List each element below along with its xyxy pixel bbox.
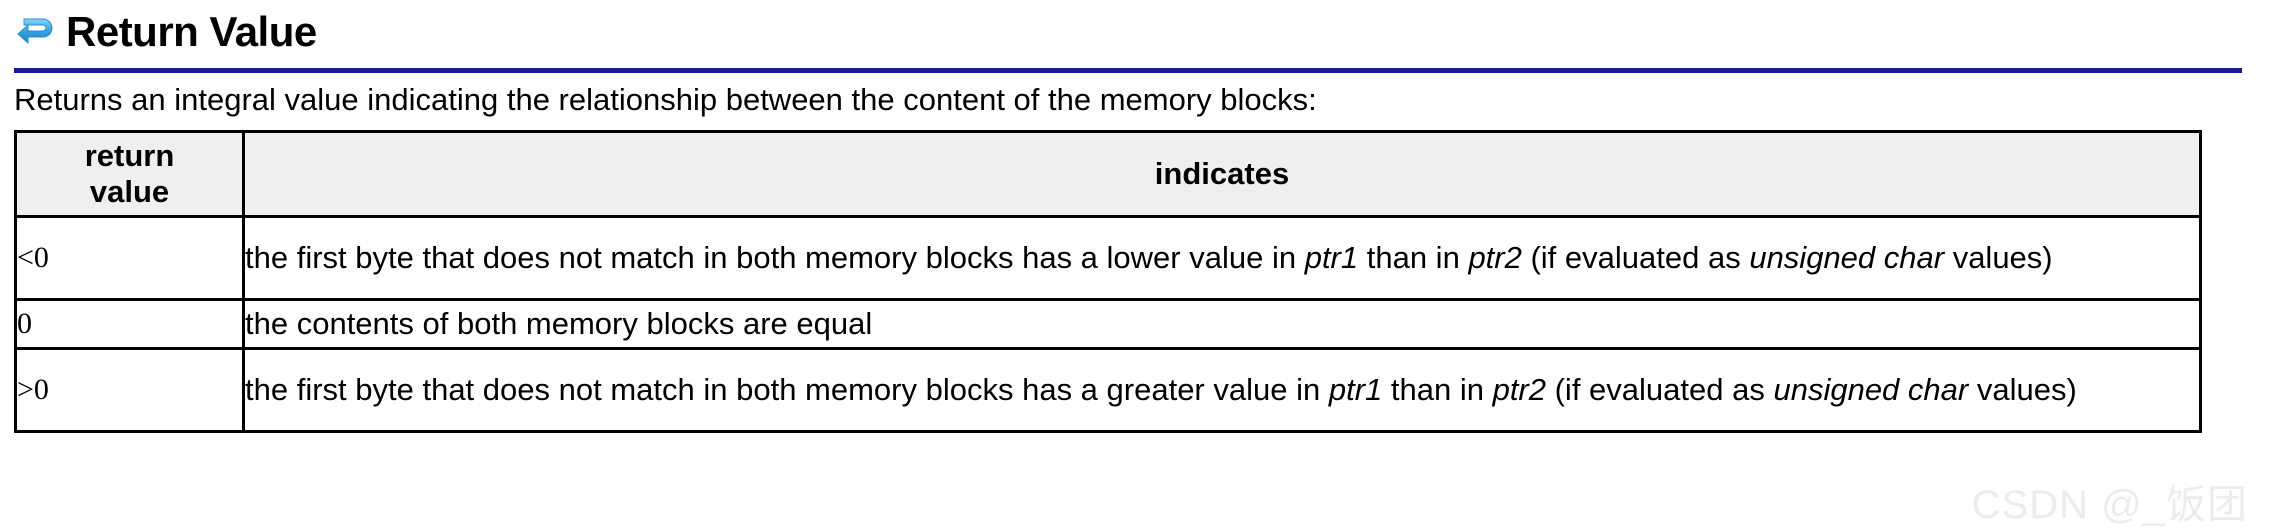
plain-text: the first byte that does not match in bo… [245, 240, 1305, 275]
emphasis-text: ptr2 [1492, 372, 1546, 407]
column-header-return-value-line2: value [89, 174, 170, 209]
section-header: Return Value [14, 4, 317, 60]
table-header-row: return value indicates [14, 130, 2202, 218]
cell-return-value: >0 [14, 347, 245, 433]
plain-text: (if evaluated as [1546, 372, 1774, 407]
column-header-return-value: return value [14, 130, 245, 218]
emphasis-text: ptr1 [1328, 372, 1383, 407]
emphasis-text: unsigned char [1749, 240, 1945, 275]
header-divider [14, 68, 2242, 73]
plain-text: (if evaluated as [1521, 240, 1750, 275]
plain-text: values) [1944, 240, 2053, 275]
column-header-return-value-line1: return [84, 138, 175, 173]
csdn-watermark: CSDN @_饭团 [1971, 483, 2248, 527]
plain-text: values) [1968, 372, 2077, 407]
plain-text: the first byte that does not match in bo… [245, 372, 1329, 407]
cell-indicates: the first byte that does not match in bo… [242, 347, 2202, 433]
plain-text: than in [1358, 240, 1469, 275]
cell-indicates: the first byte that does not match in bo… [242, 215, 2202, 301]
column-header-indicates: indicates [242, 130, 2202, 218]
cell-indicates: the contents of both memory blocks are e… [242, 298, 2202, 350]
page-title: Return Value [66, 8, 317, 55]
intro-paragraph: Returns an integral value indicating the… [14, 82, 1317, 117]
cell-return-value: 0 [14, 298, 245, 350]
emphasis-text: ptr2 [1468, 240, 1522, 275]
emphasis-text: unsigned char [1773, 372, 1969, 407]
plain-text: the contents of both memory blocks are e… [245, 306, 873, 341]
emphasis-text: ptr1 [1304, 240, 1359, 275]
table-header: return value indicates [14, 130, 2202, 218]
plain-text: than in [1382, 372, 1493, 407]
cell-return-value: <0 [14, 215, 245, 301]
column-header-indicates-label: indicates [1154, 156, 1290, 191]
return-arrow-icon [14, 11, 56, 53]
